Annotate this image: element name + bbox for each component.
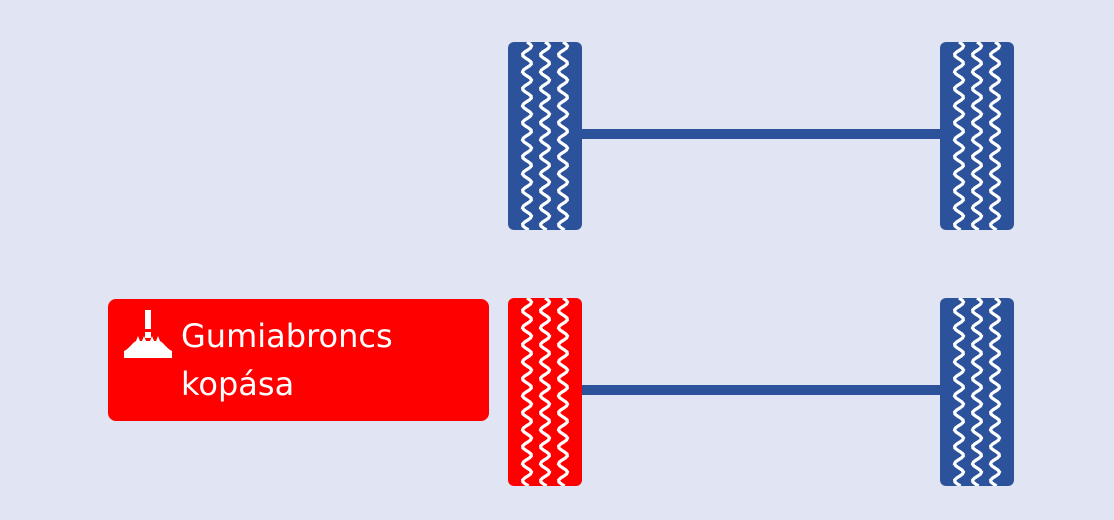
tire-tread-line: [556, 42, 570, 230]
rear-left-tire[interactable]: [508, 298, 582, 486]
tire-wear-warning-label: Gumiabroncs kopása: [181, 317, 393, 403]
front-right-tire[interactable]: [940, 42, 1014, 230]
tire-graphic: [508, 298, 582, 486]
tire-tread-line: [520, 298, 534, 486]
tire-wear-warning[interactable]: Gumiabroncs kopása: [108, 299, 489, 421]
tire-graphic: [508, 42, 582, 230]
rear-right-tire[interactable]: [940, 298, 1014, 486]
tire-tread-line: [952, 42, 966, 230]
tire-tread-line: [988, 298, 1002, 486]
tire-tread-line: [538, 298, 552, 486]
tire-graphic: [940, 42, 1014, 230]
tire-wear-icon: [122, 309, 174, 361]
rear-axle-bar: [580, 385, 942, 395]
tire-tread-line: [520, 42, 534, 230]
front-left-tire[interactable]: [508, 42, 582, 230]
tire-tread-line: [538, 42, 552, 230]
tire-tread-line: [556, 298, 570, 486]
rear-axle: [508, 298, 1014, 486]
tire-tread-line: [988, 42, 1002, 230]
tire-graphic: [940, 298, 1014, 486]
tire-tread-line: [970, 42, 984, 230]
front-axle: [508, 42, 1014, 230]
tire-tread-line: [970, 298, 984, 486]
front-axle-bar: [580, 129, 942, 139]
tire-tread-line: [952, 298, 966, 486]
